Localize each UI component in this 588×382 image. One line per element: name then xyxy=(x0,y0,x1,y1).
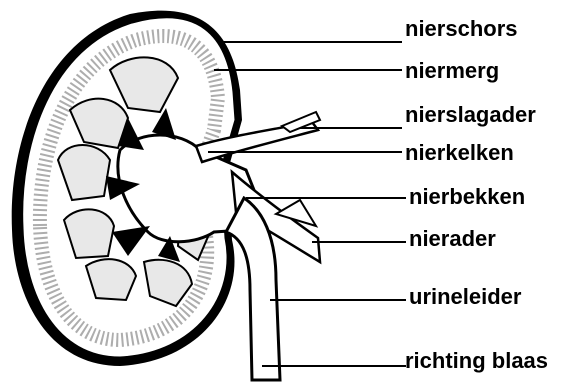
label-nierschors: nierschors xyxy=(405,16,518,42)
label-nierslagader: nierslagader xyxy=(405,102,536,128)
label-niermerg: niermerg xyxy=(405,58,499,84)
label-nierader: nierader xyxy=(409,226,496,252)
label-urineleider: urineleider xyxy=(409,284,521,310)
label-nierkelken: nierkelken xyxy=(405,140,514,166)
label-richting-blaas: richting blaas xyxy=(405,348,548,374)
label-nierbekken: nierbekken xyxy=(409,184,525,210)
